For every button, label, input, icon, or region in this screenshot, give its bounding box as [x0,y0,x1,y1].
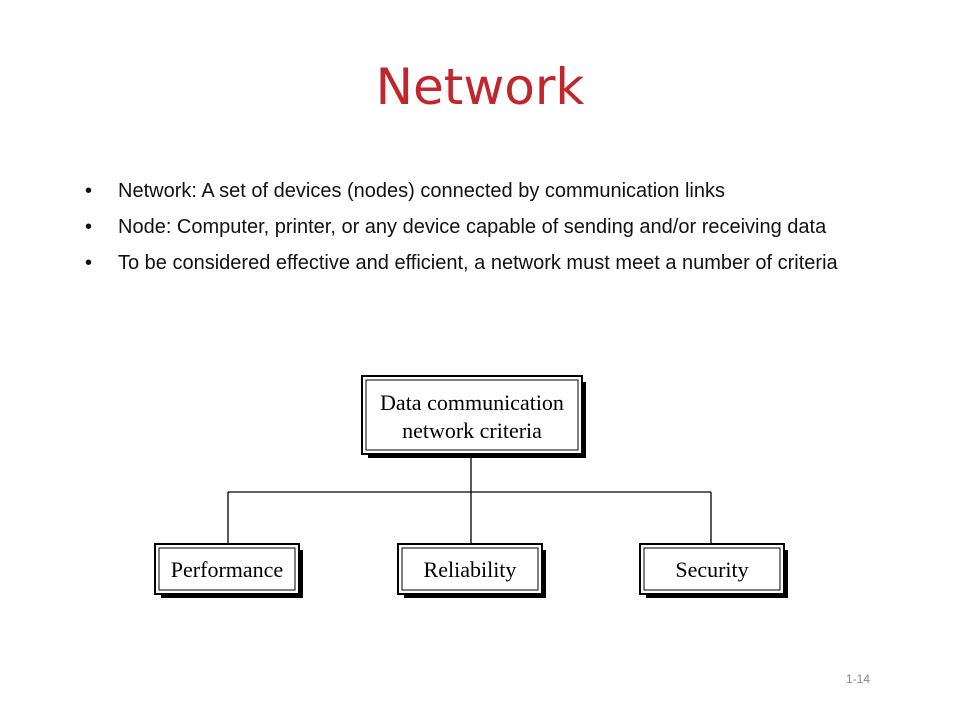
bullet-item: To be considered effective and efficient… [85,250,865,276]
performance-box: Performance [154,543,303,598]
performance-label: Performance [171,557,283,582]
root-label-line1: Data communication [380,390,564,415]
bullet-list: Network: A set of devices (nodes) connec… [85,178,865,286]
security-label: Security [675,557,748,582]
bullet-item: Node: Computer, printer, or any device c… [85,214,865,240]
bullet-item: Network: A set of devices (nodes) connec… [85,178,865,204]
security-box: Security [639,543,788,598]
slide-title: Network [375,58,585,116]
diagram-connectors [227,455,712,544]
reliability-label: Reliability [424,557,517,582]
root-box: Data communication network criteria [361,375,586,458]
reliability-box: Reliability [397,543,546,598]
slide-number: 1-14 [846,672,871,686]
root-label-line2: network criteria [402,418,542,443]
